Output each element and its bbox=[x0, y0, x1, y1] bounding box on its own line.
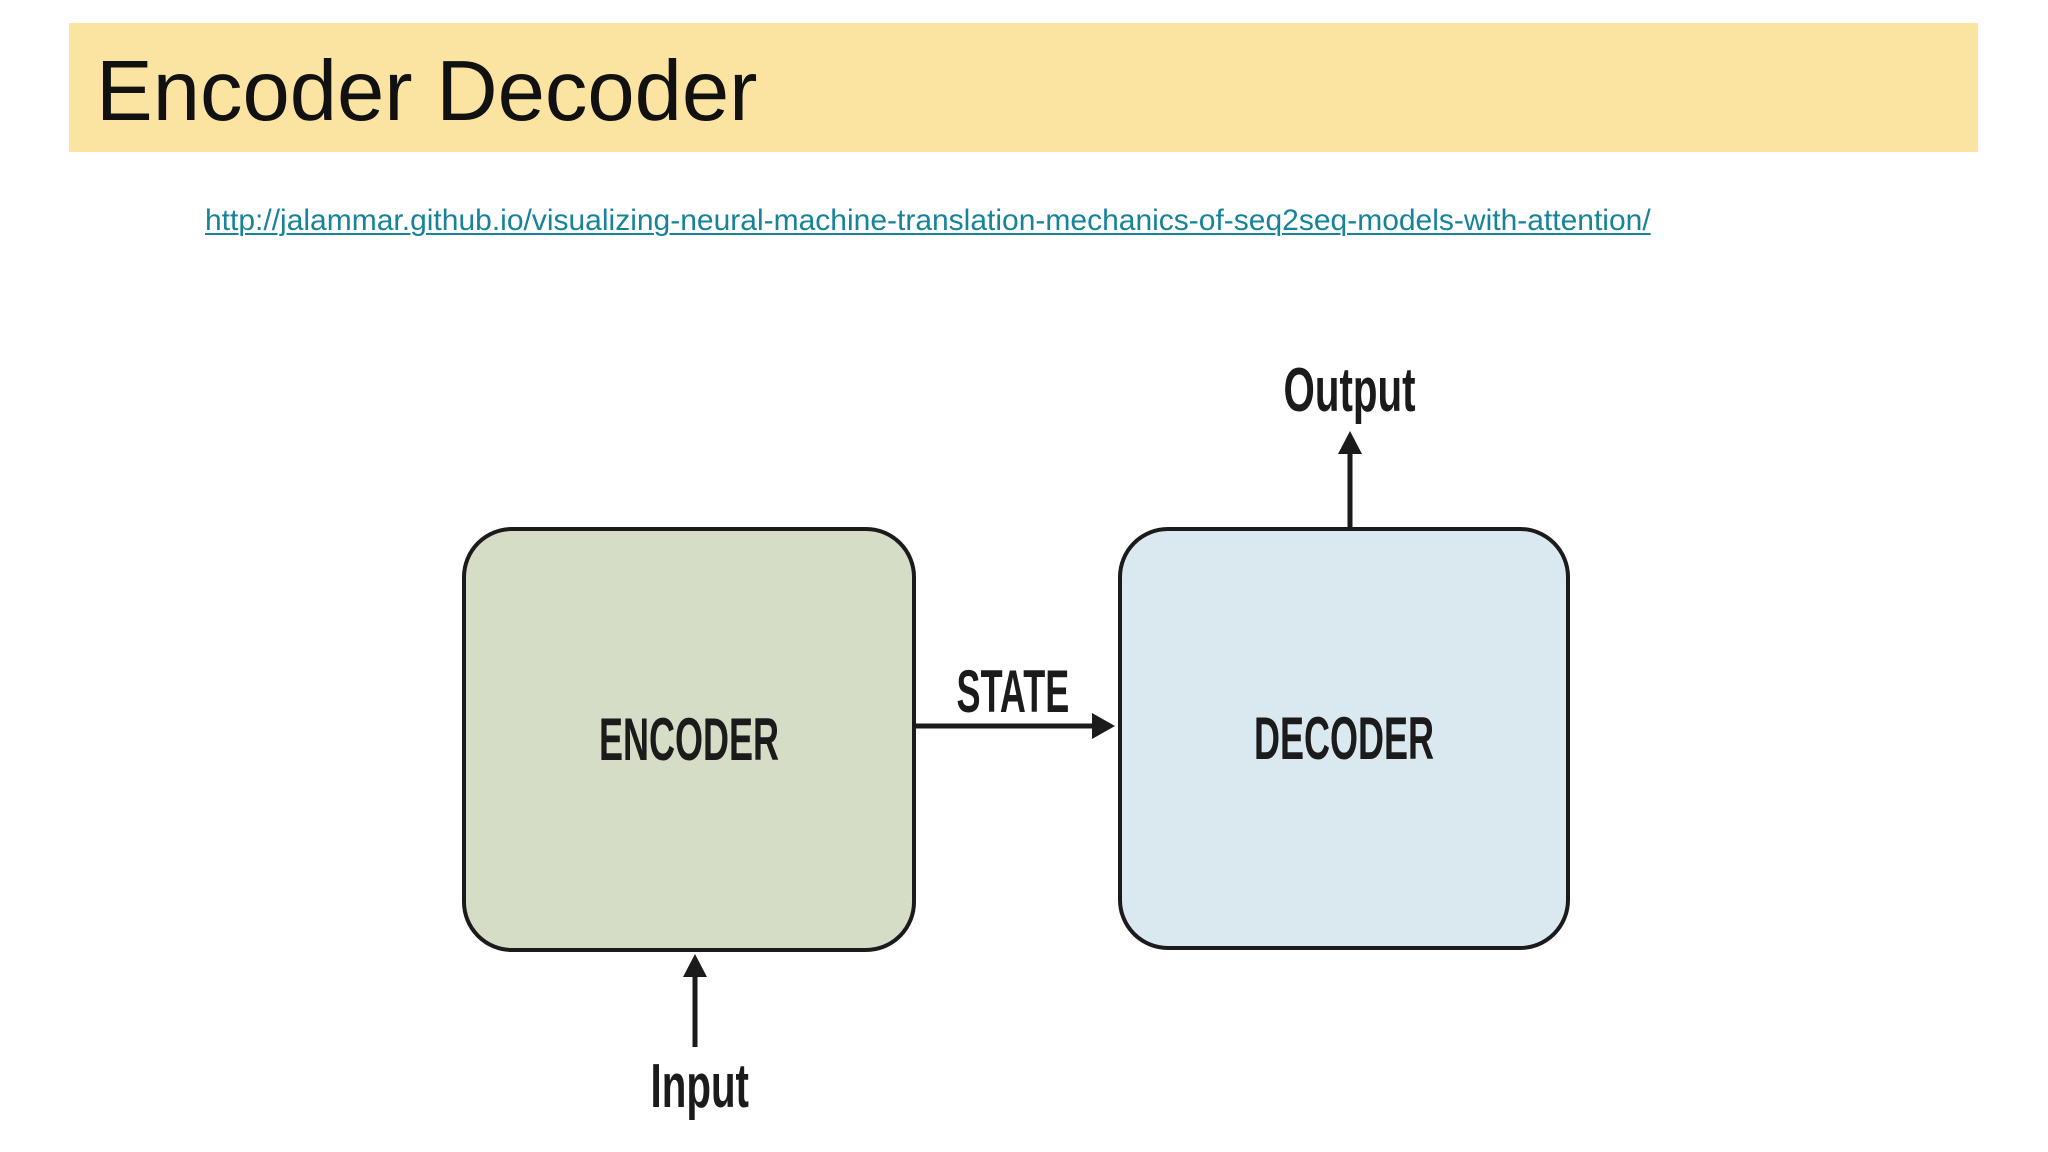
slide-title: Encoder Decoder bbox=[96, 44, 758, 139]
state-label: STATE bbox=[956, 658, 1070, 725]
source-link[interactable]: http://jalammar.github.io/visualizing-ne… bbox=[205, 204, 1651, 237]
slide-title-bar: Encoder Decoder bbox=[69, 23, 1978, 152]
encoder-box: ENCODER bbox=[462, 527, 916, 952]
input-arrow bbox=[683, 954, 707, 1047]
decoder-box: DECODER bbox=[1118, 527, 1570, 950]
decoder-box-label: DECODER bbox=[1253, 704, 1435, 772]
output-label: Output bbox=[1283, 356, 1417, 425]
encoder-box-label: ENCODER bbox=[598, 705, 780, 773]
output-arrow bbox=[1338, 431, 1362, 529]
input-label: Input bbox=[650, 1052, 750, 1121]
